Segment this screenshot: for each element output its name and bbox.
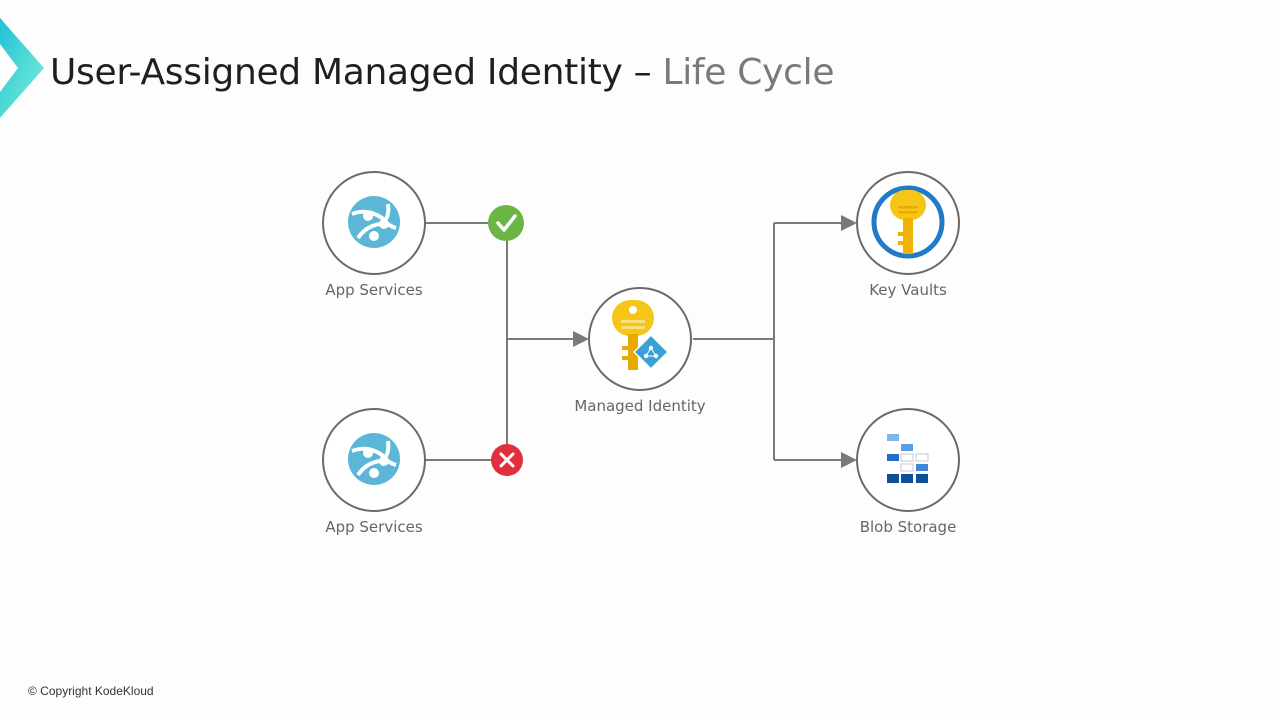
page-title: User-Assigned Managed Identity – Life Cy… (50, 52, 834, 93)
key-vault-icon (871, 185, 945, 259)
title-main: User-Assigned Managed Identity – (50, 52, 652, 93)
close-icon (491, 444, 523, 476)
copyright: © Copyright KodeKloud (28, 684, 154, 698)
title-sub: Life Cycle (662, 52, 835, 93)
app-services-label-1: App Services (325, 281, 423, 299)
connectors (426, 215, 857, 468)
blob-storage-icon (887, 434, 929, 483)
app-service-icon (348, 433, 400, 485)
app-service-icon (348, 196, 400, 248)
managed-identity-label: Managed Identity (574, 397, 706, 415)
check-icon (488, 205, 524, 241)
key-vaults-label: Key Vaults (869, 281, 947, 299)
managed-identity-icon (612, 300, 670, 371)
blob-storage-label: Blob Storage (859, 518, 957, 536)
kodekloud-logo (0, 18, 44, 118)
app-services-label-2: App Services (325, 518, 423, 536)
